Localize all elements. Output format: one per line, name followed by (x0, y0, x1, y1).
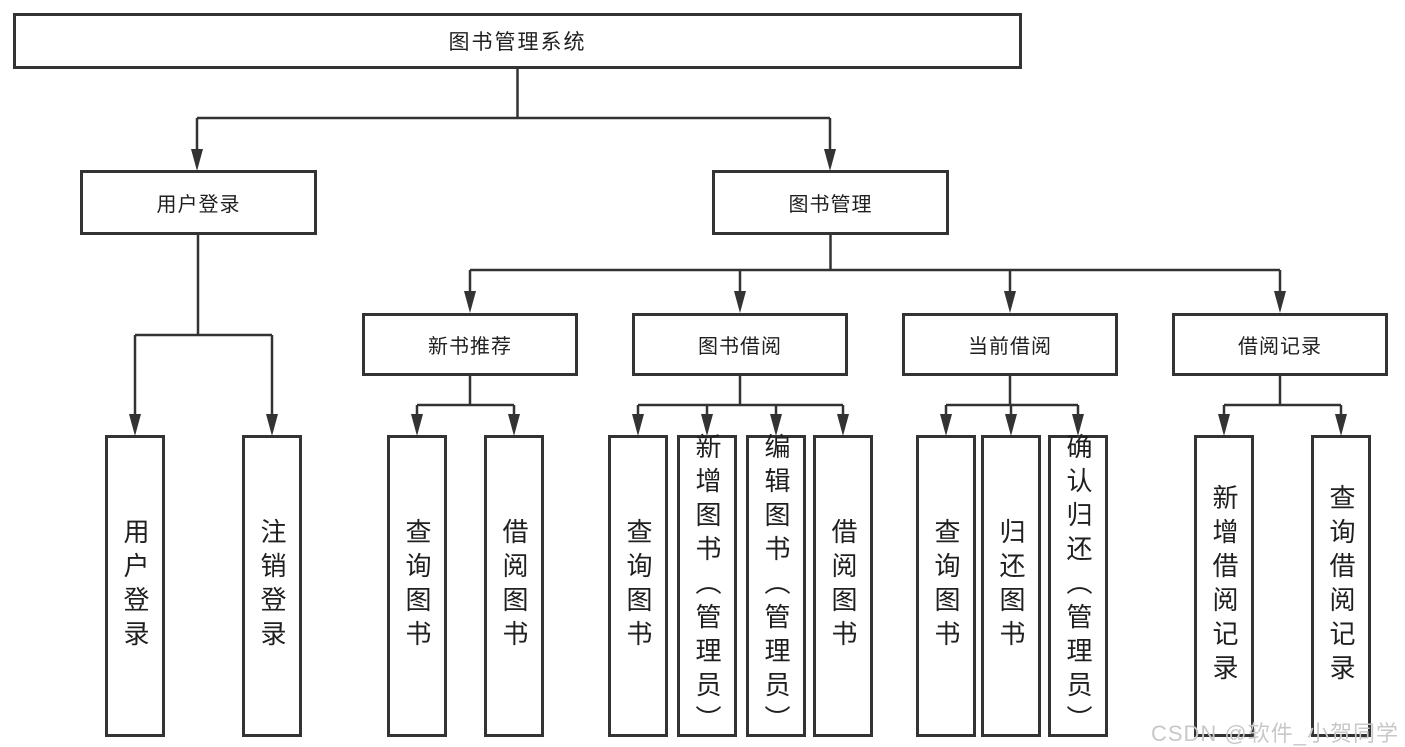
node-user-login-branch-label: 用户登录 (156, 194, 241, 216)
node-book-borrowing-label: 图书借阅 (698, 336, 782, 358)
node-library-system-label: 图书管理系统 (448, 31, 587, 54)
node-book-management-branch-label: 图书管理 (788, 194, 873, 216)
node-current-borrowing: 当前借阅 (902, 313, 1118, 376)
leaf-query-borrowing-record: 查询借阅记录 (1311, 435, 1371, 737)
node-new-book-recommend: 新书推荐 (362, 313, 578, 376)
node-current-borrowing-label: 当前借阅 (968, 336, 1052, 358)
leaf-borrow-books-2: 借阅图书 (813, 435, 873, 737)
leaf-return-book: 归还图书 (981, 435, 1041, 737)
leaf-edit-book-admin: 编辑图书（管理员） (746, 433, 806, 739)
node-user-login-branch: 用户登录 (80, 170, 317, 235)
leaf-query-books-2: 查询图书 (608, 435, 668, 737)
arrowheads (129, 149, 1347, 436)
leaf-borrow-books: 借阅图书 (484, 435, 544, 737)
node-new-book-recommend-label: 新书推荐 (428, 336, 512, 358)
node-book-management-branch: 图书管理 (712, 170, 949, 235)
leaf-query-books: 查询图书 (387, 435, 447, 737)
leaf-confirm-return-admin: 确认归还（管理员） (1048, 433, 1108, 739)
node-borrowing-records-label: 借阅记录 (1238, 336, 1322, 358)
csdn-watermark: CSDN @软件_小贺同学 (1150, 721, 1399, 746)
leaf-add-borrowing-record: 新增借阅记录 (1194, 435, 1254, 737)
node-book-borrowing: 图书借阅 (632, 313, 848, 376)
leaf-logout: 注销登录 (242, 435, 302, 737)
leaf-query-books-3: 查询图书 (916, 435, 976, 737)
node-library-system: 图书管理系统 (13, 13, 1022, 69)
node-borrowing-records: 借阅记录 (1172, 313, 1388, 376)
leaf-user-login: 用户登录 (105, 435, 165, 737)
leaf-add-book-admin: 新增图书（管理员） (677, 433, 737, 739)
